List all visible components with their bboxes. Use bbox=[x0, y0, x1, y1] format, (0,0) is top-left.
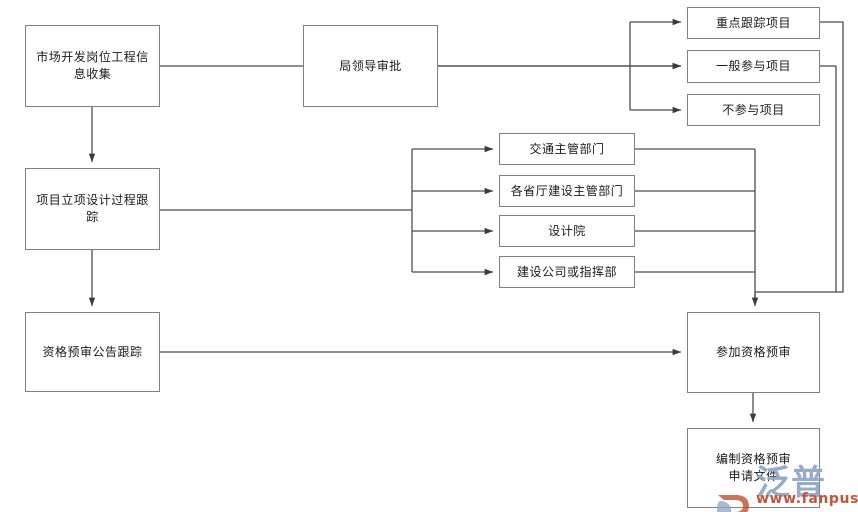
node-construction-company-or-command[interactable]: 建设公司或指挥部 bbox=[499, 256, 635, 288]
node-label: 建设公司或指挥部 bbox=[516, 264, 617, 279]
node-label: 重点跟踪项目 bbox=[715, 15, 791, 30]
node-label: 编制资格预审 申请文件 bbox=[715, 452, 791, 483]
node-project-design-tracking[interactable]: 项目立项设计过程跟 踪 bbox=[25, 168, 160, 250]
node-prequalification-notice-tracking[interactable]: 资格预审公告跟踪 bbox=[25, 312, 160, 392]
node-general-participation-project[interactable]: 一般参与项目 bbox=[687, 50, 820, 83]
node-label: 交通主管部门 bbox=[529, 141, 605, 156]
node-design-institute[interactable]: 设计院 bbox=[499, 215, 635, 247]
node-label: 设计院 bbox=[548, 223, 586, 238]
node-market-development-info[interactable]: 市场开发岗位工程信 息收集 bbox=[25, 25, 160, 107]
node-provincial-construction-authority[interactable]: 各省厅建设主管部门 bbox=[499, 175, 635, 207]
node-label: 参加资格预审 bbox=[715, 345, 791, 359]
node-label: 局领导审批 bbox=[339, 58, 402, 73]
node-traffic-authority[interactable]: 交通主管部门 bbox=[499, 133, 635, 165]
node-label: 各省厅建设主管部门 bbox=[510, 183, 624, 198]
node-key-tracking-project[interactable]: 重点跟踪项目 bbox=[687, 7, 820, 39]
node-bureau-leader-approval[interactable]: 局领导审批 bbox=[303, 25, 438, 107]
node-join-prequalification[interactable]: 参加资格预审 bbox=[687, 312, 820, 393]
node-compile-prequalification-application[interactable]: 编制资格预审 申请文件 bbox=[687, 428, 820, 508]
node-label: 项目立项设计过程跟 踪 bbox=[36, 193, 149, 224]
node-label: 资格预审公告跟踪 bbox=[42, 344, 143, 359]
edge-key-merge bbox=[755, 21, 844, 293]
node-label: 一般参与项目 bbox=[715, 59, 791, 73]
node-label: 市场开发岗位工程信 息收集 bbox=[36, 50, 149, 81]
node-no-participation-project[interactable]: 不参与项目 bbox=[687, 94, 820, 126]
node-label: 不参与项目 bbox=[722, 102, 785, 117]
